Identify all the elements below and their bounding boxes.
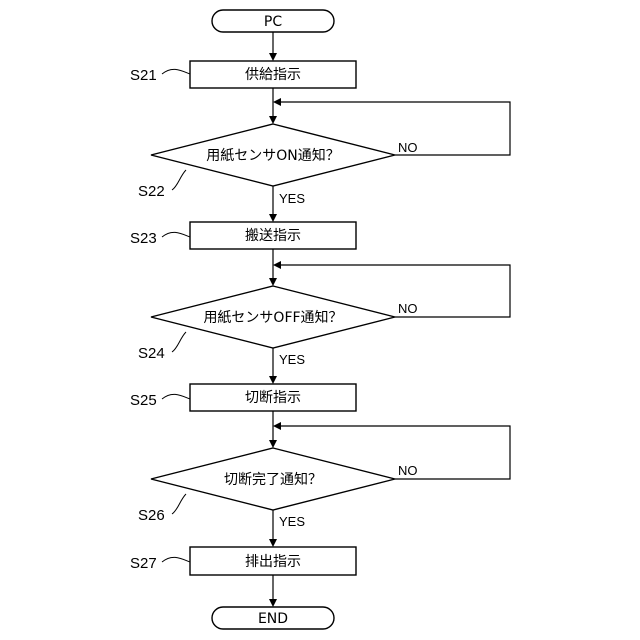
end-label: END: [258, 611, 288, 627]
arrowhead: [269, 53, 277, 61]
process-label-s25: 切断指示: [245, 390, 301, 406]
step-id-s22: S22: [138, 183, 165, 200]
step-id-s23: S23: [130, 230, 157, 247]
step-id-s25: S25: [130, 392, 157, 409]
arrowhead: [269, 278, 277, 286]
no-label-s24: NO: [398, 301, 418, 316]
step-leader-s27: [162, 557, 190, 562]
arrowhead: [269, 599, 277, 607]
start-label: PC: [264, 14, 282, 30]
step-leader-s23: [162, 232, 190, 237]
yes-label-s22: YES: [279, 191, 305, 206]
decision-label-s22: 用紙センサON通知？: [206, 147, 340, 164]
arrowhead: [273, 422, 281, 430]
step-leader-s22: [172, 170, 186, 190]
arrowhead: [269, 440, 277, 448]
step-leader-s26: [172, 494, 186, 514]
decision-label-s24: 用紙センサOFF通知？: [203, 309, 342, 326]
arrowhead: [269, 376, 277, 384]
step-leader-s21: [162, 69, 190, 74]
step-leader-s25: [162, 394, 190, 399]
no-label-s26: NO: [398, 463, 418, 478]
step-id-s27: S27: [130, 555, 157, 572]
arrowhead: [273, 261, 281, 269]
arrowhead: [269, 116, 277, 124]
step-id-s26: S26: [138, 507, 165, 524]
no-label-s22: NO: [398, 140, 418, 155]
decision-label-s26: 切断完了通知？: [224, 471, 322, 488]
arrowhead: [269, 539, 277, 547]
step-leader-s24: [172, 332, 186, 352]
arrowhead: [273, 98, 281, 106]
arrowhead: [269, 214, 277, 222]
yes-label-s24: YES: [279, 352, 305, 367]
step-id-s24: S24: [138, 345, 165, 362]
step-id-s21: S21: [130, 67, 157, 84]
yes-label-s26: YES: [279, 514, 305, 529]
process-label-s23: 搬送指示: [245, 228, 301, 244]
process-label-s27: 排出指示: [245, 554, 301, 570]
process-label-s21: 供給指示: [245, 67, 301, 83]
